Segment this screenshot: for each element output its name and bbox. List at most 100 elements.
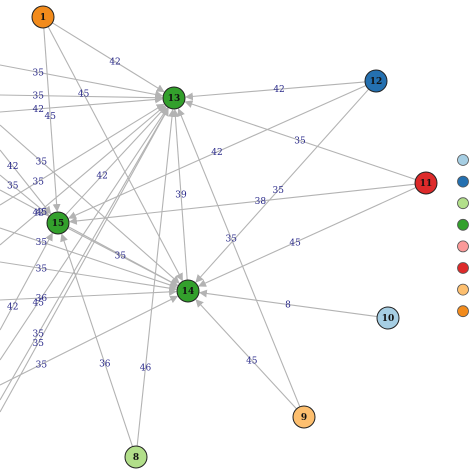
edge-label-offL5-to-15: 42	[7, 162, 18, 172]
edge-offL17-to-13	[0, 107, 169, 413]
edge-label-offL3-to-13: 42	[33, 105, 44, 115]
edges-layer	[0, 22, 417, 447]
edge-offL8-to-13	[0, 103, 165, 206]
node-circle-10[interactable]	[376, 306, 400, 330]
edge-label-12-to-14: 35	[273, 186, 285, 196]
edge-11-to-15	[68, 183, 416, 225]
node-label-10: 10	[382, 314, 395, 324]
node-label-1: 1	[40, 13, 46, 23]
edge-10-to-14	[198, 289, 378, 318]
edge-label-12-to-15: 42	[211, 148, 222, 158]
edge-offL5-to-15	[0, 149, 52, 215]
edge-offL13-to-15	[0, 232, 53, 331]
node-15[interactable]: 15	[46, 211, 70, 235]
edge-offL2-to-13	[0, 93, 164, 102]
edge-label-offL13-to-15: 42	[7, 302, 18, 312]
node-label-12: 12	[370, 77, 383, 87]
node-circle-1[interactable]	[31, 5, 55, 29]
node-12[interactable]: 12	[364, 69, 388, 93]
edge-label-14-to-13: 39	[175, 191, 187, 201]
nodes-layer: 1 8 9 10 11 12 13 14 15	[31, 5, 438, 469]
edge-1-to-15	[43, 27, 61, 213]
edge-label-15-to-14: 35	[115, 252, 127, 262]
legend-swatch-8	[457, 305, 469, 318]
legend-swatch-2	[457, 175, 469, 188]
node-circle-14[interactable]	[176, 279, 200, 303]
edge-label-1-to-15: 45	[44, 112, 56, 122]
node-circle-12[interactable]	[364, 69, 388, 93]
edge-label-offL14-to-13: 45	[33, 298, 45, 308]
edge-label-11-to-14: 45	[289, 238, 301, 248]
node-13[interactable]: 13	[162, 86, 186, 110]
edge-label-offL1-to-13: 35	[33, 68, 45, 78]
edge-label-11-to-15: 38	[255, 197, 267, 207]
edge-8-to-15	[60, 233, 134, 447]
legend-swatch-3	[457, 197, 469, 210]
node-11[interactable]: 11	[414, 171, 438, 195]
node-label-8: 8	[133, 453, 139, 463]
edge-label-offL16-to-13: 35	[33, 330, 45, 340]
edge-offL11-to-14	[0, 261, 178, 293]
node-circle-8[interactable]	[124, 445, 148, 469]
node-10[interactable]: 10	[376, 306, 400, 330]
edge-label-8-to-15: 36	[99, 359, 111, 369]
edge-label-offL8-to-13: 35	[33, 177, 45, 187]
edge-offL10-to-13	[0, 105, 166, 246]
node-14[interactable]: 14	[176, 279, 200, 303]
edge-label-12-to-13: 42	[273, 85, 284, 95]
node-8[interactable]: 8	[124, 445, 148, 469]
node-label-11: 11	[420, 179, 433, 189]
edge-offL16-to-13	[0, 107, 169, 401]
node-circle-13[interactable]	[162, 86, 186, 110]
node-1[interactable]: 1	[31, 5, 55, 29]
node-circle-15[interactable]	[46, 211, 70, 235]
edge-offL14-to-13	[0, 107, 168, 361]
edge-offL3-to-13	[0, 95, 164, 113]
edge-offL1-to-13	[0, 64, 164, 99]
edge-offL12-to-14	[0, 287, 178, 301]
edge-label-8-to-13: 46	[140, 363, 152, 373]
legend	[457, 154, 469, 318]
legend-swatch-7	[457, 283, 469, 296]
edge-1-to-13	[52, 22, 165, 93]
edge-8-to-13	[136, 108, 176, 447]
edge-offL15-to-14	[0, 295, 179, 386]
node-circle-11[interactable]	[414, 171, 438, 195]
edge-label-offL12-to-14: 36	[36, 294, 48, 304]
node-label-13: 13	[168, 94, 181, 104]
edge-label-offL17-to-13: 35	[33, 339, 45, 349]
node-9[interactable]: 9	[292, 405, 316, 429]
edge-12-to-15	[68, 84, 367, 219]
edge-14-to-13	[171, 108, 188, 281]
edge-12-to-13	[184, 81, 366, 101]
edge-label-offL10-to-13: 42	[33, 209, 44, 219]
legend-swatch-1	[457, 154, 469, 166]
edge-label-offL7-to-14: 45	[36, 208, 48, 218]
edge-label-9-to-13: 35	[225, 234, 237, 244]
edge-label-9-to-14: 45	[246, 356, 258, 366]
legend-swatch-6	[457, 262, 469, 274]
edge-11-to-13	[184, 100, 416, 181]
edge-9-to-14	[195, 299, 297, 410]
edge-offL4-to-14	[0, 124, 180, 284]
edge-12-to-14	[195, 88, 370, 283]
node-label-9: 9	[301, 413, 307, 423]
edge-label-1-to-13: 42	[109, 58, 120, 68]
edge-label-offL2-to-13: 35	[33, 92, 45, 102]
edge-offL6-to-15	[0, 174, 50, 216]
edge-label-offL4-to-14: 35	[36, 158, 48, 168]
edge-label-offL6-to-15: 35	[7, 182, 19, 192]
edge-9-to-13	[177, 108, 301, 408]
edge-label-offL11-to-14: 35	[36, 264, 48, 274]
edge-label-offL9-to-14: 35	[36, 238, 48, 248]
node-circle-9[interactable]	[292, 405, 316, 429]
edge-label-offL15-to-14: 35	[36, 360, 48, 370]
legend-swatch-5	[457, 240, 469, 253]
edge-label-11-to-13: 35	[294, 137, 306, 147]
node-label-15: 15	[52, 219, 65, 229]
node-label-14: 14	[182, 287, 195, 297]
edge-offL7-to-14	[0, 189, 179, 286]
edge-label-10-to-14: 8	[285, 301, 291, 311]
